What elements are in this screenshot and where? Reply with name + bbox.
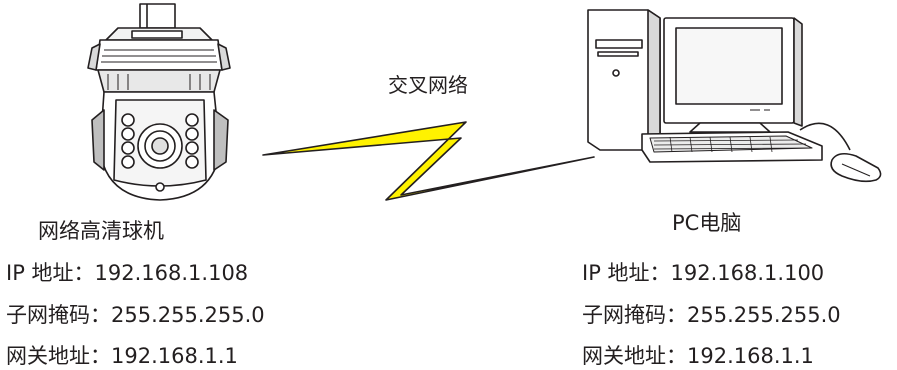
pc-computer-icon xyxy=(587,9,882,183)
link-label: 交叉网络 xyxy=(388,73,468,97)
camera-gateway: 网关地址：192.168.1.1 xyxy=(6,344,238,368)
crossover-link-bolt xyxy=(262,121,595,201)
camera-ip: IP 地址：192.168.1.108 xyxy=(6,261,249,285)
pc-subnet-mask: 子网掩码：255.255.255.0 xyxy=(582,303,841,327)
pc-name: PC电脑 xyxy=(672,211,742,235)
camera-name: 网络高清球机 xyxy=(38,219,164,243)
pc-ip: IP 地址：192.168.1.100 xyxy=(582,261,825,285)
pc-gateway: 网关地址：192.168.1.1 xyxy=(582,344,814,368)
camera-subnet-mask: 子网掩码：255.255.255.0 xyxy=(6,303,265,327)
ptz-camera-icon xyxy=(87,3,231,201)
